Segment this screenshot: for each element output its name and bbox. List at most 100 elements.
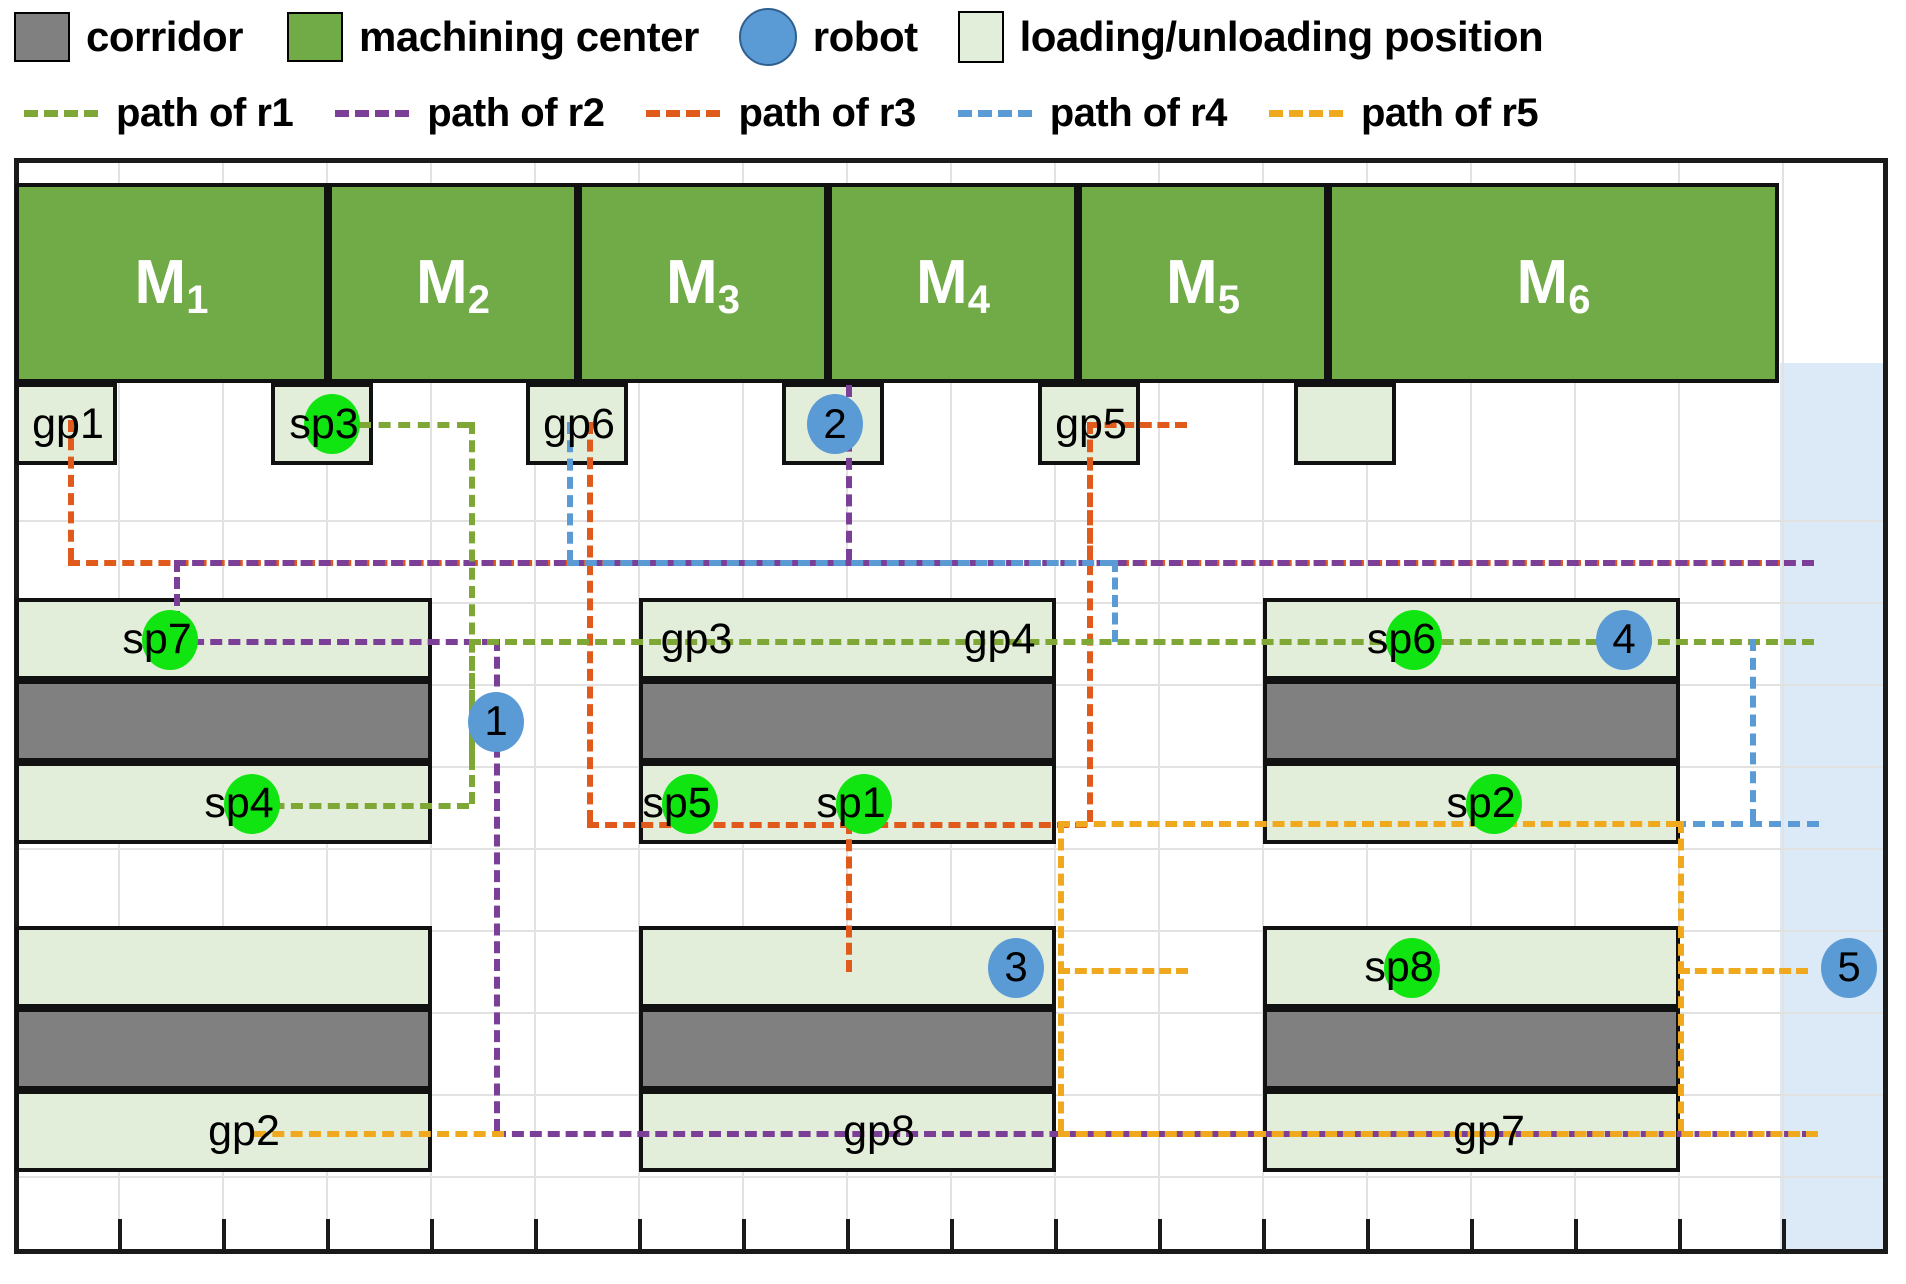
legend-item-corridor: corridor — [14, 12, 244, 62]
node-gp6-label: gp6 — [543, 399, 615, 448]
node-robot-1[interactable]: 1 — [456, 690, 536, 752]
node-gp5[interactable]: gp5 — [1041, 384, 1141, 464]
machine-M2-label: M2 — [416, 248, 490, 322]
shop-floor-plan: M1 M2 M3 M4 M5 M6 — [14, 158, 1888, 1254]
legend: corridor machining center robot loading/… — [0, 0, 1906, 155]
path-r3-seg4 — [587, 822, 1087, 828]
machine-M1-label: M1 — [134, 248, 209, 322]
loading-position-empty-m6[interactable] — [1294, 383, 1396, 465]
node-sp5[interactable]: sp5 — [622, 772, 732, 834]
path-r2-seg2 — [174, 560, 180, 640]
node-gp2[interactable]: gp2 — [189, 1100, 299, 1162]
path-r2-seg3 — [174, 639, 494, 645]
machine-M5-label: M5 — [1166, 248, 1240, 322]
legend-item-loading-unloading: loading/unloading position — [957, 11, 1544, 63]
node-sp8[interactable]: sp8 — [1344, 936, 1454, 998]
machine-M3-label: M3 — [666, 248, 740, 322]
node-gp3-label: gp3 — [660, 614, 733, 663]
machine-M4-label: M4 — [916, 248, 990, 322]
path-r5-seg6 — [1678, 968, 1808, 974]
legend-row-paths: path of r1 path of r2 path of r3 path of… — [0, 82, 1906, 144]
node-gp5-label: gp5 — [1055, 399, 1127, 448]
node-robot-3[interactable]: 3 — [976, 936, 1056, 998]
corridor-band-right-upper — [1263, 680, 1680, 762]
path-r3-seg6 — [1087, 422, 1187, 428]
node-sp2[interactable]: sp2 — [1426, 772, 1536, 834]
node-gp7[interactable]: gp7 — [1434, 1100, 1544, 1162]
loading-position-band-sp8[interactable] — [1263, 926, 1680, 1008]
loading-position-gp6[interactable] — [526, 383, 628, 465]
path-r3-dash-icon — [646, 109, 721, 117]
node-gp1[interactable]: gp1 — [18, 384, 118, 464]
node-sp2-label: sp2 — [1446, 778, 1516, 827]
path-r2-seg4 — [494, 639, 500, 1131]
path-r1-dash-icon — [24, 109, 98, 117]
robot-1-marker-icon — [468, 692, 524, 752]
legend-item-machining-center: machining center — [287, 12, 699, 62]
node-gp4-label: gp4 — [963, 614, 1036, 663]
machine-M3[interactable]: M3 — [578, 183, 828, 383]
path-r4-seg4 — [1750, 639, 1756, 821]
legend-label-path-r5: path of r5 — [1360, 90, 1539, 135]
machine-M1[interactable]: M1 — [15, 183, 328, 383]
node-robot-5[interactable]: 5 — [1809, 936, 1889, 998]
legend-item-path-r2: path of r2 — [335, 91, 605, 136]
path-r2-dash-icon — [335, 109, 410, 117]
node-gp8-label: gp8 — [843, 1106, 915, 1155]
machine-M4[interactable]: M4 — [828, 183, 1078, 383]
node-sp7[interactable]: sp7 — [102, 608, 212, 670]
legend-item-path-r1: path of r1 — [24, 90, 294, 136]
corridor-swatch-icon — [14, 12, 70, 62]
path-r4-seg1 — [567, 422, 573, 562]
machine-M2[interactable]: M2 — [328, 183, 578, 383]
node-gp1-label: gp1 — [32, 399, 104, 448]
node-sp3-marker-icon — [304, 394, 360, 454]
loading-position-band-sp2[interactable] — [1263, 762, 1680, 844]
robot-3-label: 3 — [1004, 943, 1028, 990]
node-robot-4[interactable]: 4 — [1584, 608, 1664, 670]
path-r3-seg1 — [68, 420, 74, 560]
node-sp4-label: sp4 — [204, 778, 274, 827]
node-sp2-marker-icon — [1466, 774, 1522, 834]
machine-M5[interactable]: M5 — [1078, 183, 1328, 383]
node-sp6[interactable]: sp6 — [1344, 608, 1459, 670]
node-gp7-label: gp7 — [1453, 1106, 1525, 1155]
node-sp4-marker-icon — [224, 774, 280, 834]
node-gp4[interactable]: gp4 — [942, 608, 1057, 670]
robot-5-marker-icon — [1821, 938, 1877, 998]
node-robot-2[interactable]: 2 — [785, 384, 885, 464]
robot-3-marker-icon — [988, 938, 1044, 998]
node-sp5-label: sp5 — [642, 778, 712, 827]
loading-position-gp1[interactable] — [15, 383, 117, 465]
path-r3-seg7 — [1087, 422, 1093, 562]
corridor-band-right-lower — [1263, 1008, 1680, 1090]
node-sp4[interactable]: sp4 — [184, 772, 294, 834]
path-r1-seg1 — [359, 422, 469, 428]
legend-label-corridor: corridor — [86, 13, 244, 60]
loading-position-band-lower-left-top[interactable] — [15, 926, 432, 1008]
legend-row-symbols: corridor machining center robot loading/… — [0, 6, 1906, 68]
path-r5-seg2 — [1058, 821, 1064, 1131]
node-sp3[interactable]: sp3 — [274, 384, 374, 464]
node-sp5-marker-icon — [662, 774, 718, 834]
machine-M6-label: M6 — [1516, 248, 1591, 322]
loading-position-band-sp4[interactable] — [15, 762, 432, 844]
legend-label-loading-unloading: loading/unloading position — [1019, 13, 1544, 60]
legend-label-path-r1: path of r1 — [116, 90, 294, 135]
node-gp6[interactable]: gp6 — [529, 384, 629, 464]
legend-label-robot: robot — [812, 13, 918, 60]
node-sp1[interactable]: sp1 — [796, 772, 906, 834]
legend-item-path-r5: path of r5 — [1268, 90, 1539, 136]
node-gp2-label: gp2 — [208, 1106, 280, 1155]
machine-M6[interactable]: M6 — [1328, 183, 1779, 383]
corridor-band-left-lower — [15, 1008, 432, 1090]
node-gp3[interactable]: gp3 — [639, 608, 754, 670]
bottom-scale-ticks — [19, 1219, 1883, 1249]
path-r1-seg5 — [469, 639, 1814, 645]
node-gp8[interactable]: gp8 — [824, 1100, 934, 1162]
node-sp7-marker-icon — [142, 610, 198, 670]
path-r2-seg6 — [846, 385, 852, 561]
legend-item-robot: robot — [738, 8, 918, 66]
path-r1-seg2 — [469, 422, 475, 762]
robot-2-marker-icon — [807, 394, 863, 454]
